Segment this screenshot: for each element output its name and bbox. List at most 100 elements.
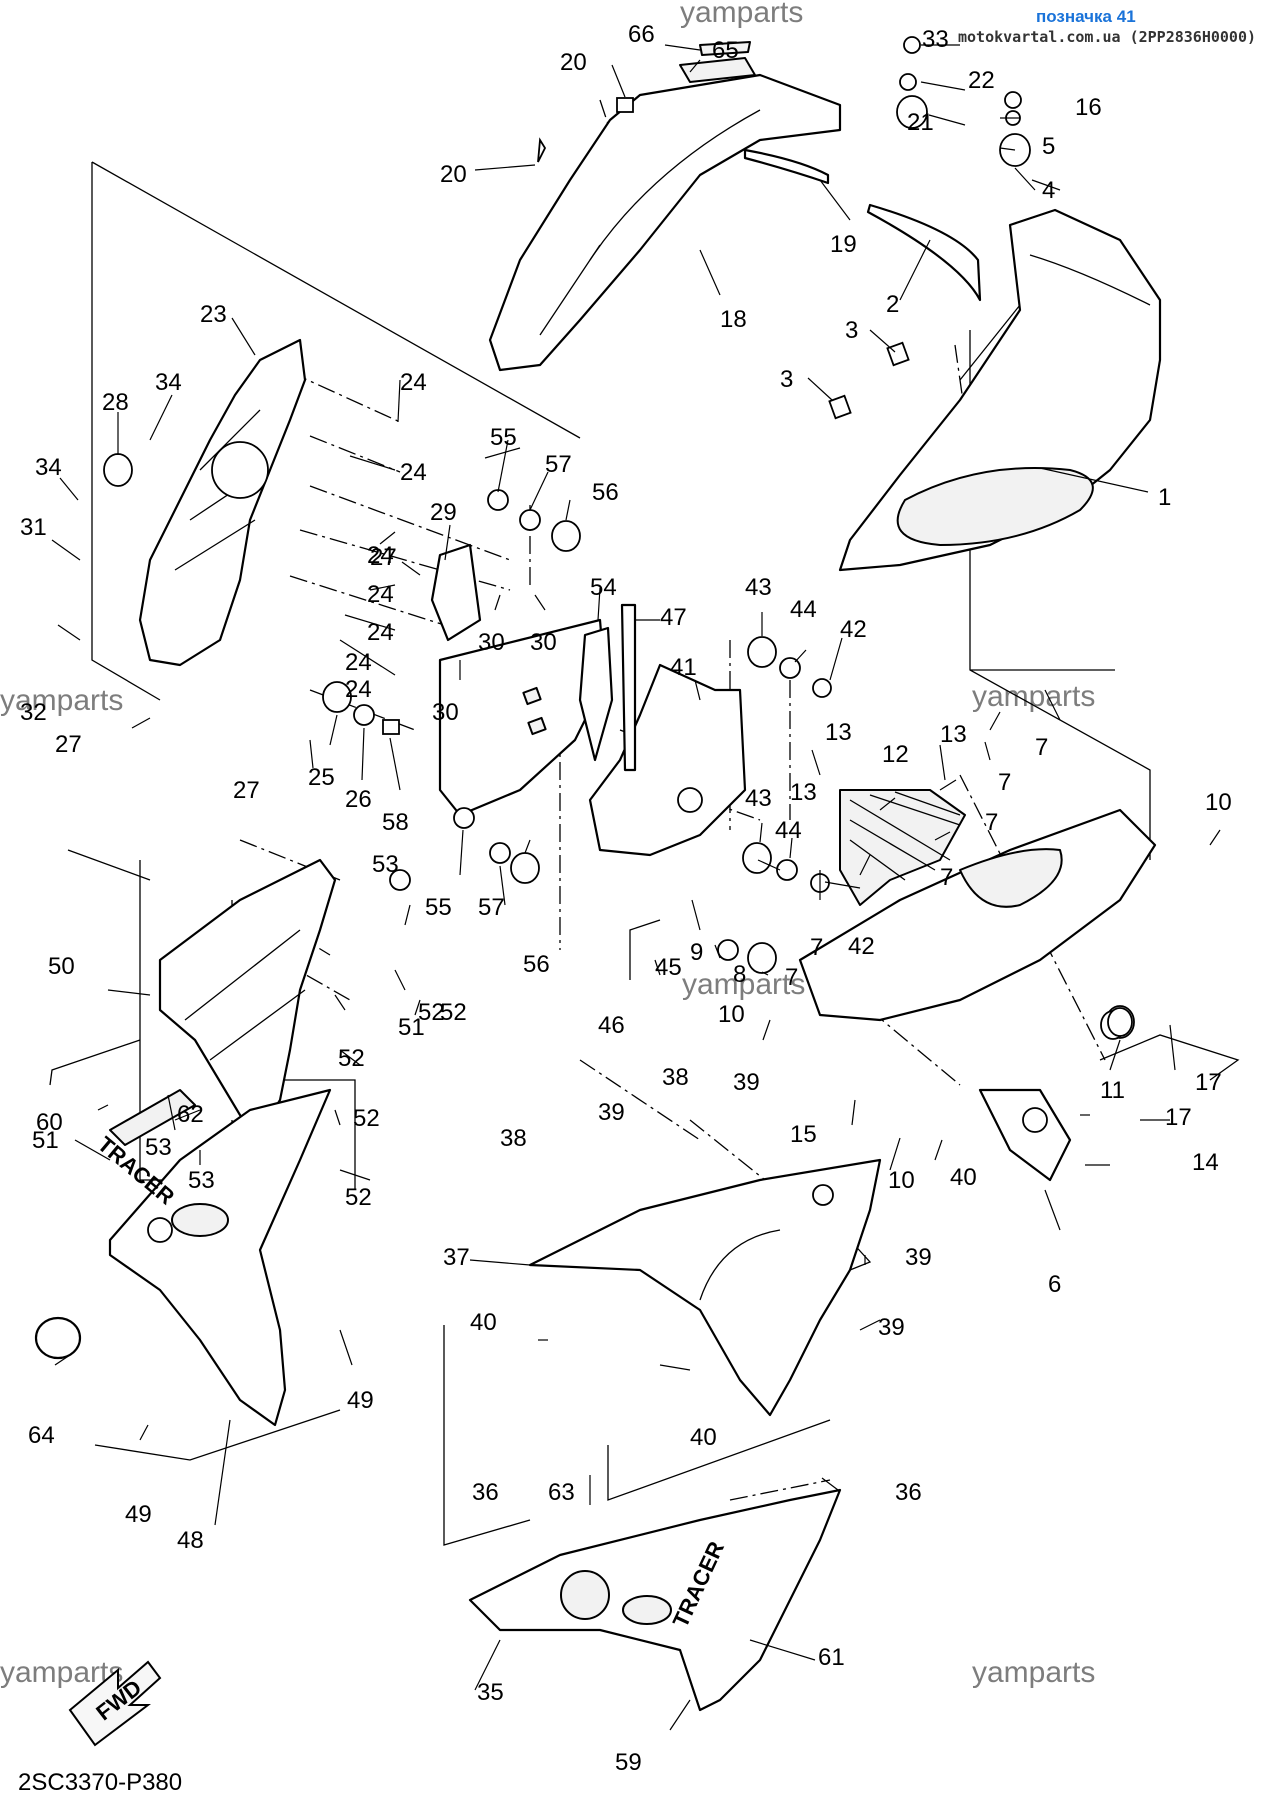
callout: 58: [382, 809, 409, 836]
lower-cover-part-35: TRACER: [468, 1488, 842, 1712]
callout: 51: [398, 1014, 425, 1041]
callout: 26: [345, 786, 372, 813]
callout: 38: [500, 1125, 527, 1152]
callout: 27: [55, 731, 82, 758]
callout: 35: [477, 1679, 504, 1706]
header-site: motokvartal.com.ua (2PP2836H0000): [958, 28, 1256, 46]
callout: 39: [905, 1244, 932, 1271]
watermark: yamparts: [972, 680, 1095, 713]
callout: 13: [825, 719, 852, 746]
callout: 41: [670, 654, 697, 681]
callout: 7: [998, 769, 1011, 796]
decal-part-65: [679, 57, 756, 83]
callout: 12: [882, 741, 909, 768]
callout: 17: [1165, 1104, 1192, 1131]
front-cowling-part-1: [838, 208, 1162, 572]
callout: 51: [32, 1127, 59, 1154]
callout: 52: [418, 999, 445, 1026]
callout-numbers: 1 2 3 3 4 5 6 7 7 7 7 7 7 8 9 10 10 10 1…: [20, 21, 1232, 1776]
callout: 61: [818, 1644, 845, 1671]
callout: 60: [36, 1109, 63, 1136]
trim-strip-part-2: [866, 203, 982, 302]
callout: 34: [155, 369, 182, 396]
watermark: yamparts: [682, 968, 805, 1001]
watermark: yamparts: [680, 0, 803, 29]
callout: 57: [545, 451, 572, 478]
callout: 54: [590, 574, 617, 601]
side-strip-part-54: [578, 626, 614, 762]
callout: 14: [1192, 1149, 1219, 1176]
callout: 27: [233, 777, 260, 804]
side-cover-part-37: [528, 1158, 882, 1417]
callout: 20: [440, 161, 467, 188]
callout: 24: [400, 459, 427, 486]
callout: 24: [367, 542, 394, 569]
callout: 57: [478, 894, 505, 921]
callout: 7: [940, 864, 953, 891]
callout: 50: [48, 953, 75, 980]
bracket-assembly-part-6: [798, 808, 1157, 1182]
callout: 24: [345, 649, 372, 676]
callout: 20: [560, 49, 587, 76]
callout: 13: [790, 779, 817, 806]
callout: 62: [177, 1101, 204, 1128]
mesh-grille-part-12: [839, 789, 966, 906]
callout: 1: [1158, 484, 1171, 511]
callout: 47: [660, 604, 687, 631]
callout: 24: [400, 369, 427, 396]
callout: 42: [840, 616, 867, 643]
callout: 3: [845, 317, 858, 344]
callout: 27: [370, 544, 397, 571]
callout: 52: [440, 999, 467, 1026]
callout: 52: [338, 1045, 365, 1072]
callout: 65: [712, 37, 739, 64]
callout: 23: [200, 301, 227, 328]
callout: 42: [848, 933, 875, 960]
callout: 30: [432, 699, 459, 726]
callout: 19: [830, 231, 857, 258]
callout: 30: [530, 629, 557, 656]
callout: 52: [345, 1184, 372, 1211]
bracket-part-41: [588, 663, 747, 857]
callout: 31: [20, 514, 47, 541]
callout: 59: [615, 1749, 642, 1776]
callout: 18: [720, 306, 747, 333]
callout: 40: [950, 1164, 977, 1191]
watermark: yamparts: [0, 684, 123, 717]
callout: 7: [985, 809, 998, 836]
header-label: позначка 41: [1036, 7, 1136, 26]
callout: 17: [1195, 1069, 1222, 1096]
callout: 36: [472, 1479, 499, 1506]
callout: 24: [367, 619, 394, 646]
callout: 53: [145, 1134, 172, 1161]
callout: 56: [523, 951, 550, 978]
callout: 15: [790, 1121, 817, 1148]
callout: 43: [745, 574, 772, 601]
callout: 49: [347, 1387, 374, 1414]
callout: 45: [655, 954, 682, 981]
callout: 32: [20, 699, 47, 726]
callout: 24: [345, 676, 372, 703]
callout: 24: [367, 581, 394, 608]
cap-part-64: [34, 1316, 82, 1360]
callout: 56: [592, 479, 619, 506]
callout: 52: [353, 1105, 380, 1132]
callout: 25: [308, 764, 335, 791]
callout: 44: [775, 817, 802, 844]
callout: 39: [878, 1314, 905, 1341]
callout: 64: [28, 1422, 55, 1449]
callout: 7: [810, 934, 823, 961]
callout: 29: [430, 499, 457, 526]
callout: 22: [968, 67, 995, 94]
callout: 9: [690, 939, 703, 966]
callout: 6: [1048, 1271, 1061, 1298]
callout: 30: [478, 629, 505, 656]
bracket-part-29: [430, 543, 482, 642]
watermark: yamparts: [972, 1656, 1095, 1689]
callout: 7: [1035, 734, 1048, 761]
callout: 10: [718, 1001, 745, 1028]
callout: 63: [548, 1479, 575, 1506]
callout: 55: [425, 894, 452, 921]
callout: 48: [177, 1527, 204, 1554]
